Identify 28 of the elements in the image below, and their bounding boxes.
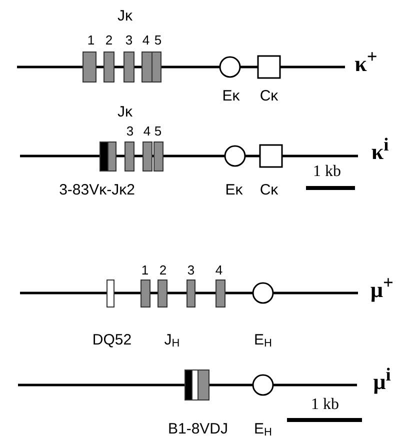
exon-number: 3: [126, 124, 134, 138]
exon-number: 3: [125, 34, 133, 46]
exon-number: 2: [105, 34, 113, 46]
gene-segment-label: DQ52: [92, 332, 132, 348]
exon-number: 4: [215, 264, 223, 276]
gene-segment-label: E$_{H}$: [254, 332, 272, 348]
exon-number: 4: [143, 124, 151, 138]
gene-segment-label: Jκ: [118, 8, 132, 24]
gene-segment-label: Eκ: [225, 182, 243, 198]
gene-segment-label: J$_{H}$: [164, 332, 180, 348]
gene-segment-label: Eκ: [222, 88, 240, 104]
gene-segment-label: Cκ: [260, 88, 278, 104]
locus-label: μ$^{+}$: [370, 279, 394, 301]
exon-number: 5: [154, 34, 162, 46]
exon-number: 2: [159, 264, 167, 276]
gene-segment-label: Jκ: [118, 104, 132, 120]
exon-number: 1: [87, 34, 95, 46]
gene-segment-label: Cκ: [260, 182, 278, 198]
gene-segment-label: B1-8VDJ: [168, 422, 228, 436]
gene-segment-label: E$_{H}$: [254, 422, 272, 436]
exon-number: 5: [154, 124, 162, 138]
scale-label: 1 kb: [313, 164, 341, 180]
exon-number: 3: [187, 264, 195, 276]
gene-segment-label: 3-83Vκ-Jκ2: [59, 182, 135, 198]
scale-label: 1 kb: [311, 397, 339, 413]
locus-label: κ$^{+}$: [354, 53, 378, 75]
exon-number: 1: [141, 264, 149, 276]
exon-number: 4: [142, 34, 150, 46]
